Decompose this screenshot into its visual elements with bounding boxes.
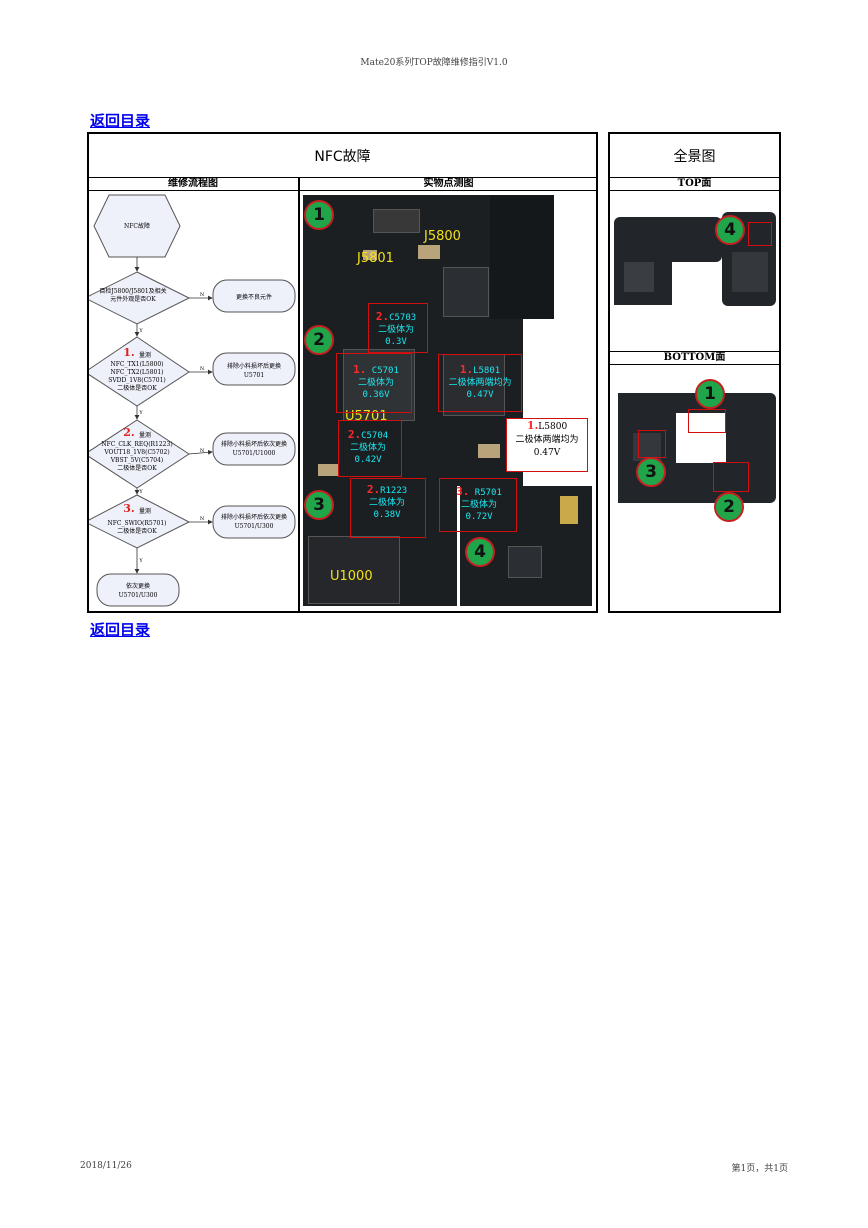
overview-title: 全景图 — [673, 149, 716, 165]
no-label: N — [200, 366, 205, 372]
flow-a0: 更换不良元件 — [236, 293, 272, 301]
bottom-box-1 — [688, 409, 726, 433]
flow-a2-l2: U5701/U1000 — [233, 450, 276, 457]
yes-label: Y — [138, 410, 143, 416]
flow-d3-num: 3. — [123, 502, 134, 515]
back-to-toc-link-bottom[interactable]: 返回目录 — [90, 621, 151, 639]
top-highlight-box — [748, 222, 772, 246]
box-c5703 — [368, 303, 428, 353]
pcb-photo-2 — [303, 319, 523, 486]
flow-d1-l2: NFC_TX1(L5800) — [110, 361, 163, 368]
flow-a1-l2: U5701 — [244, 372, 264, 379]
divider — [298, 177, 300, 613]
flow-a3-l2: U5701/U300 — [235, 523, 274, 530]
flow-d2-l2: NFC_CLK_REQ(R1223) — [101, 441, 172, 448]
marker-4-photo: 4 — [465, 537, 495, 567]
flow-d1-l1: 量测 — [139, 351, 151, 359]
marker-2-photo: 2 — [304, 325, 334, 355]
no-label: N — [200, 516, 205, 522]
yes-label: Y — [138, 558, 143, 564]
back-to-toc-link-top[interactable]: 返回目录 — [90, 112, 151, 130]
flow-d3-l1: 量测 — [139, 507, 151, 515]
pcb-photo-1b — [490, 195, 554, 319]
label-j5800: J5800 — [424, 229, 461, 244]
no-label: N — [200, 448, 205, 454]
marker-3-bottom: 3 — [636, 457, 666, 487]
flow-d2-num: 2. — [123, 426, 134, 439]
flow-d1-l5: 二极体是否OK — [117, 384, 157, 392]
footer-page: 第1页，共1页 — [731, 1164, 788, 1174]
flow-d2-l3: VOUT18_1V8(C5702) — [103, 449, 169, 456]
label-u1000: U1000 — [330, 569, 373, 584]
flow-d2-l5: 二极体是否OK — [117, 464, 157, 472]
flow-d0-line1: 目检J5800/J5801及相关 — [99, 287, 166, 295]
marker-1-bottom: 1 — [695, 379, 725, 409]
main-title: NFC故障 — [314, 149, 371, 165]
flow-d1-num: 1. — [123, 346, 134, 359]
flow-d2-l1: 量测 — [139, 431, 151, 439]
footer-date: 2018/11/26 — [80, 1161, 132, 1171]
flow-a2-l1: 排除小料损坏后依次更换 — [221, 440, 287, 448]
marker-2-bottom: 2 — [714, 492, 744, 522]
box-c5701 — [336, 353, 412, 413]
yes-label: Y — [138, 328, 143, 334]
box-l5801 — [438, 354, 522, 412]
pcb-photo-1 — [303, 195, 490, 319]
flow-d2-l4: VBST_5V(C5704) — [110, 457, 164, 464]
no-label: N — [200, 292, 205, 298]
flow-d3-l3: 二极体是否OK — [117, 527, 157, 535]
box-r1223 — [350, 478, 426, 538]
flow-d0-line2: 元件外观是否OK — [110, 295, 156, 303]
flow-end-l2: U5701/U300 — [119, 592, 158, 599]
flow-header: 维修流程图 — [87, 177, 299, 191]
marker-3-photo: 3 — [304, 490, 334, 520]
bottom-box-2 — [713, 462, 749, 492]
flow-d1-l4: SVDD_1V8(C5701) — [108, 377, 166, 384]
flow-start: NFC故障 — [124, 222, 150, 230]
repair-flowchart: NFC故障 目检J5800/J5801及相关 元件外观是否OK 更换不良元件 1… — [83, 192, 298, 611]
overview-panel — [608, 132, 781, 613]
page-header: Mate20系列TOP故障维修指引V1.0 — [360, 58, 508, 68]
photo-header: 实物点测图 — [299, 177, 598, 191]
marker-1-photo: 1 — [304, 200, 334, 230]
top-board-image — [614, 212, 776, 307]
bottom-box-3 — [638, 430, 666, 458]
flow-d3-l2: NFC_SWIO(R5701) — [107, 520, 166, 527]
top-side-label: TOP面 — [608, 177, 781, 191]
yes-label: Y — [138, 489, 143, 495]
marker-4-top: 4 — [715, 215, 745, 245]
flow-a3-l1: 排除小料损坏后依次更换 — [221, 513, 287, 521]
bottom-side-label: BOTTOM面 — [608, 351, 781, 365]
label-j5801: J5801 — [357, 251, 394, 266]
flow-end-l1: 依次更换 — [126, 582, 150, 590]
flow-a1-l1: 排除小料损坏后更换 — [227, 362, 281, 370]
flow-d1-l3: NFC_TX2(L5801) — [110, 369, 163, 376]
box-r5701 — [439, 478, 517, 532]
box-c5704 — [338, 420, 402, 477]
